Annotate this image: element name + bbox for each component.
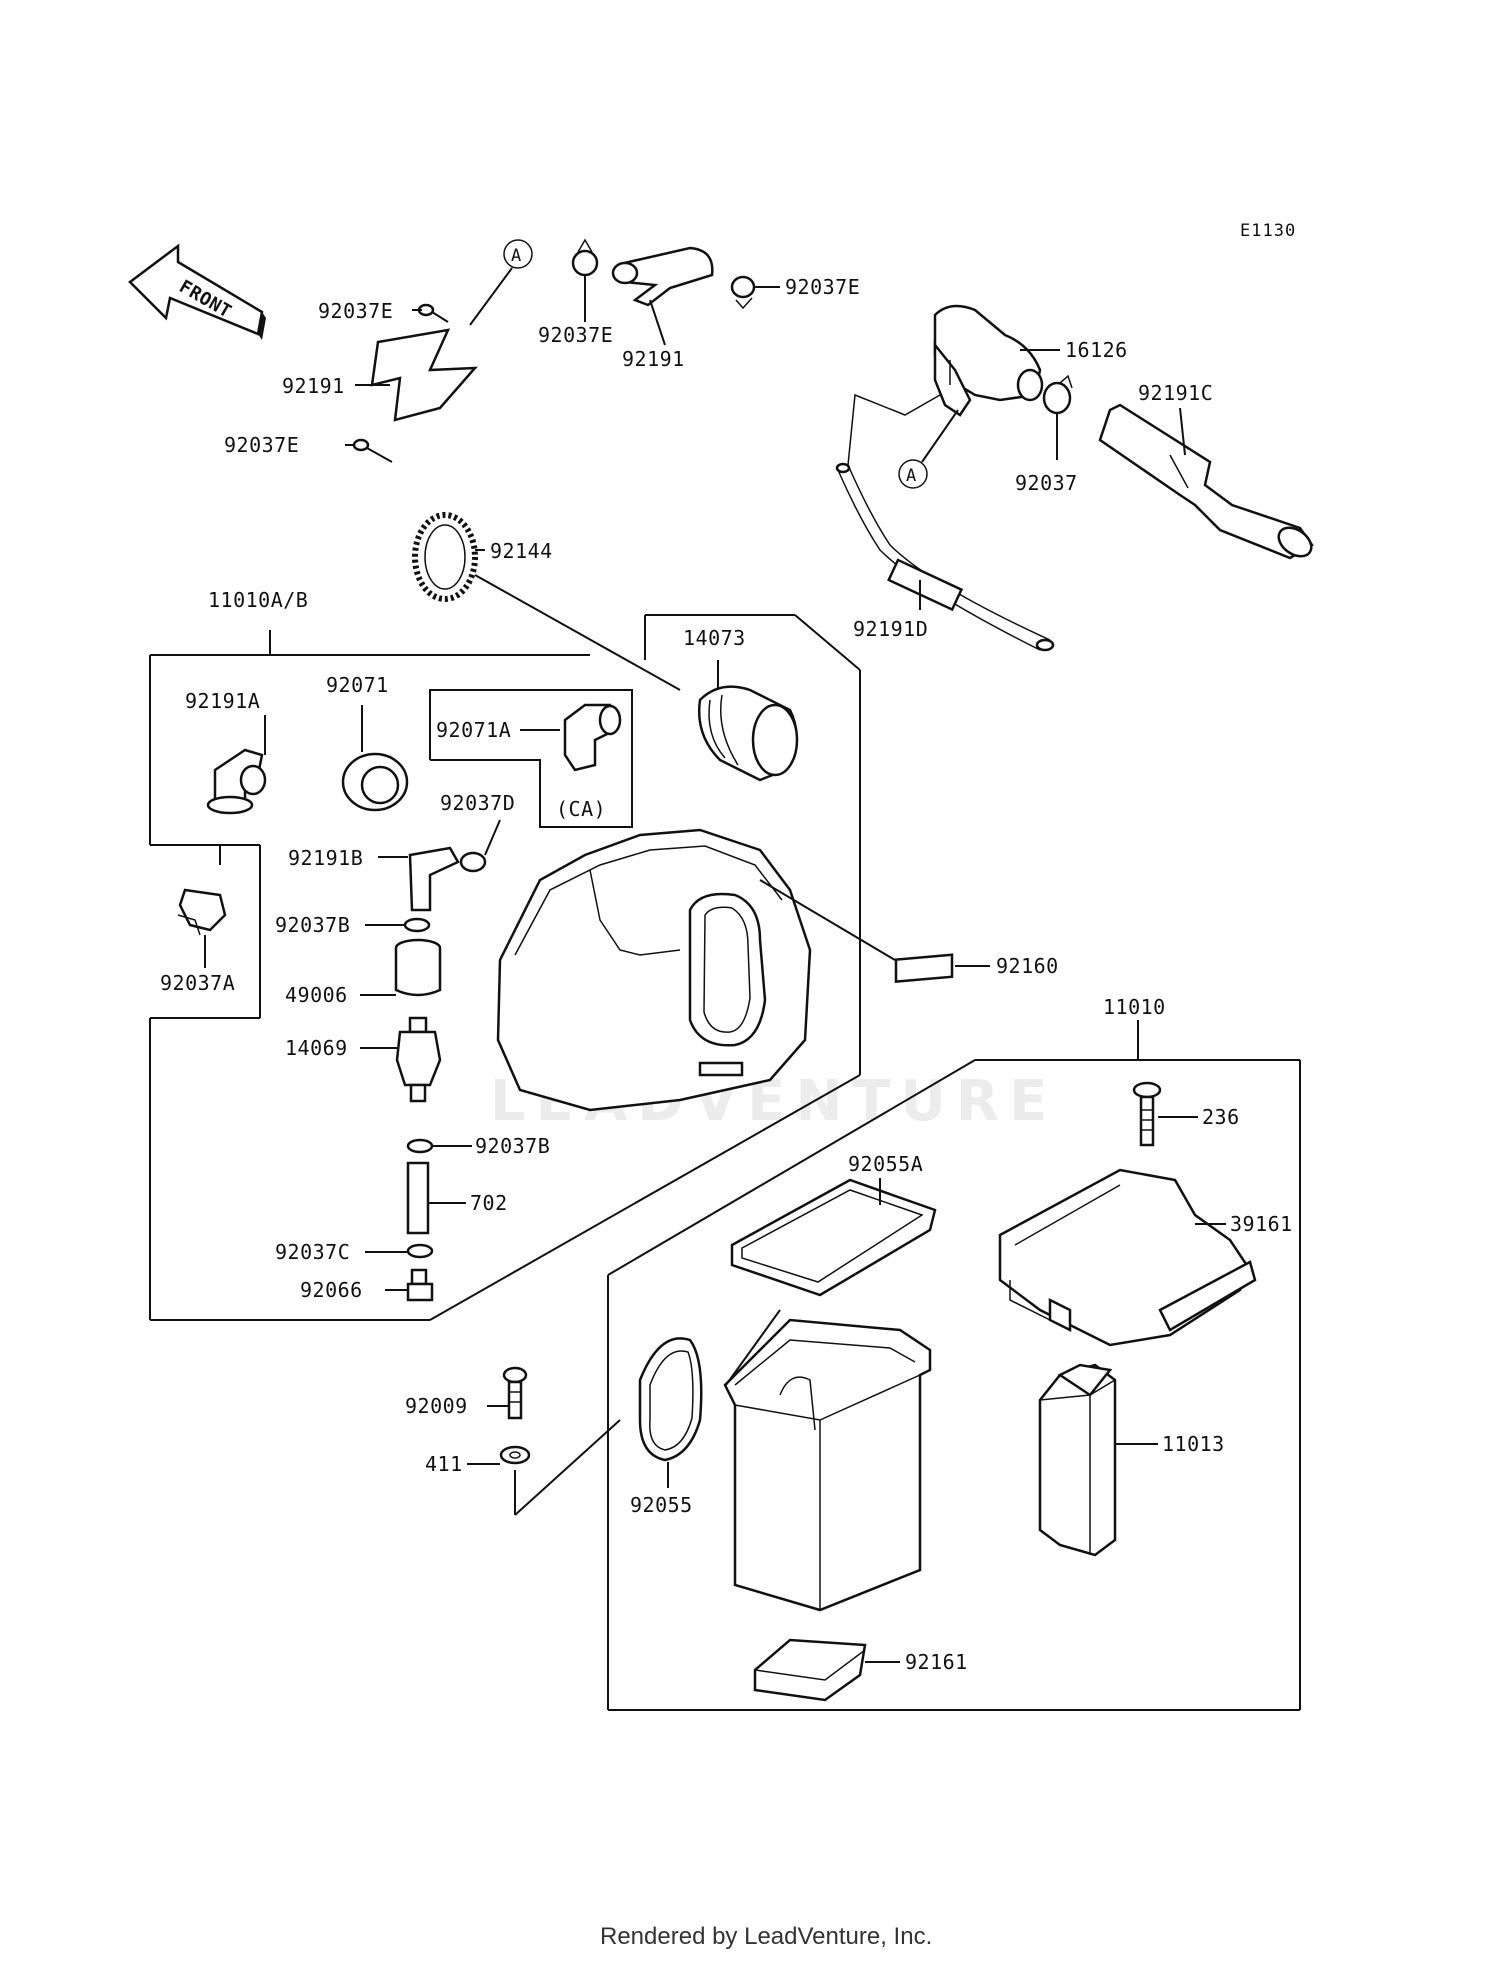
- hose-92191C: [1098, 403, 1314, 560]
- clamp-92037E-upper: [417, 303, 449, 323]
- label-92161: 92161: [905, 1650, 968, 1674]
- label-92071: 92071: [326, 673, 389, 697]
- label-92191B: 92191B: [288, 846, 363, 870]
- hose-92191B: [408, 846, 460, 912]
- clamp-92037B-upper: [403, 917, 431, 933]
- elbow-92191A: [206, 748, 267, 815]
- label-92191A: 92191A: [185, 689, 260, 713]
- clamp-92037C: [406, 1243, 434, 1259]
- label-92160: 92160: [996, 954, 1059, 978]
- label-11010AB: 11010A/B: [208, 588, 308, 612]
- duct-14073: [698, 685, 799, 782]
- label-92191C: 92191C: [1138, 381, 1213, 405]
- plug-92066: [406, 1268, 434, 1302]
- label-14073: 14073: [683, 626, 746, 650]
- elbow-92071A-box: [429, 689, 633, 828]
- spring-92144: [412, 512, 478, 602]
- label-92009: 92009: [405, 1394, 468, 1418]
- filter-49006: [394, 938, 442, 997]
- label-92191D: 92191D: [853, 617, 928, 641]
- gasket-92055A: [730, 1178, 937, 1297]
- clamp-92037: [1042, 374, 1073, 415]
- label-16126: 16126: [1065, 338, 1128, 362]
- grommet-92071: [341, 752, 409, 812]
- ref-a-marker-right: [898, 459, 928, 489]
- ref-a-text-left: A: [511, 246, 522, 266]
- label-92037D: 92037D: [440, 791, 515, 815]
- label-92144: 92144: [490, 539, 553, 563]
- bracket-11010AB: [149, 614, 861, 1321]
- pad-92161: [753, 1638, 867, 1702]
- element-11013: [1038, 1363, 1117, 1557]
- label-702: 702: [470, 1191, 508, 1215]
- label-92037C: 92037C: [275, 1240, 350, 1264]
- label-92037B-b: 92037B: [475, 1134, 550, 1158]
- washer-411: [499, 1445, 531, 1465]
- hose-92191-middle: [611, 246, 714, 307]
- label-92191-a: 92191: [282, 374, 345, 398]
- bolt-236: [1132, 1081, 1162, 1147]
- block-92160: [894, 953, 954, 983]
- label-92191-b: 92191: [622, 347, 685, 371]
- screw-92009: [502, 1366, 528, 1420]
- clamp-92037E-lower: [352, 438, 393, 463]
- clamp-92037E-top-a: [571, 238, 599, 277]
- air-cleaner-case: [723, 1309, 932, 1612]
- front-arrow-icon: FRONT: [128, 243, 266, 340]
- tube-702: [406, 1161, 430, 1235]
- label-11013: 11013: [1162, 1432, 1225, 1456]
- ca-note: (CA): [556, 797, 606, 821]
- label-411: 411: [425, 1452, 463, 1476]
- seal-92055: [638, 1337, 703, 1462]
- clamp-92037A: [177, 888, 227, 936]
- label-92071A: 92071A: [436, 718, 511, 742]
- cover-39161: [998, 1168, 1257, 1347]
- label-92037E-c: 92037E: [538, 323, 613, 347]
- label-92037E-a: 92037E: [318, 299, 393, 323]
- label-92055A: 92055A: [848, 1152, 923, 1176]
- air-cleaner-cover: [496, 828, 812, 1112]
- filter-14069: [395, 1016, 442, 1103]
- ref-a-marker-left: [503, 239, 533, 269]
- clamp-92037B-lower: [406, 1138, 434, 1154]
- ref-a-text-right: A: [906, 466, 917, 486]
- label-92037A: 92037A: [160, 971, 235, 995]
- bracket-11010: [607, 1020, 1301, 1711]
- valve-16126: [933, 304, 1044, 417]
- label-92037B-a: 92037B: [275, 913, 350, 937]
- footer-credit: Rendered by LeadVenture, Inc.: [600, 1923, 932, 1950]
- label-92037E-d: 92037E: [785, 275, 860, 299]
- label-14069: 14069: [285, 1036, 348, 1060]
- label-92037: 92037: [1015, 471, 1078, 495]
- label-92066: 92066: [300, 1278, 363, 1302]
- hose-92191-left: [370, 328, 478, 422]
- label-92037E-b: 92037E: [224, 433, 299, 457]
- clamp-92037E-top-b: [730, 275, 756, 310]
- label-11010: 11010: [1103, 995, 1166, 1019]
- label-236: 236: [1202, 1105, 1240, 1129]
- tube-92191D: [835, 393, 1055, 652]
- label-39161: 39161: [1230, 1212, 1293, 1236]
- leader-lines: [204, 275, 1226, 1663]
- part-labels: 92037E 92191 92037E 92037E 92191 92037E …: [160, 275, 1293, 1674]
- clamp-92037D: [459, 851, 487, 873]
- label-92055: 92055: [630, 1493, 693, 1517]
- label-49006: 49006: [285, 983, 348, 1007]
- diagram-code: E1130: [1240, 221, 1296, 241]
